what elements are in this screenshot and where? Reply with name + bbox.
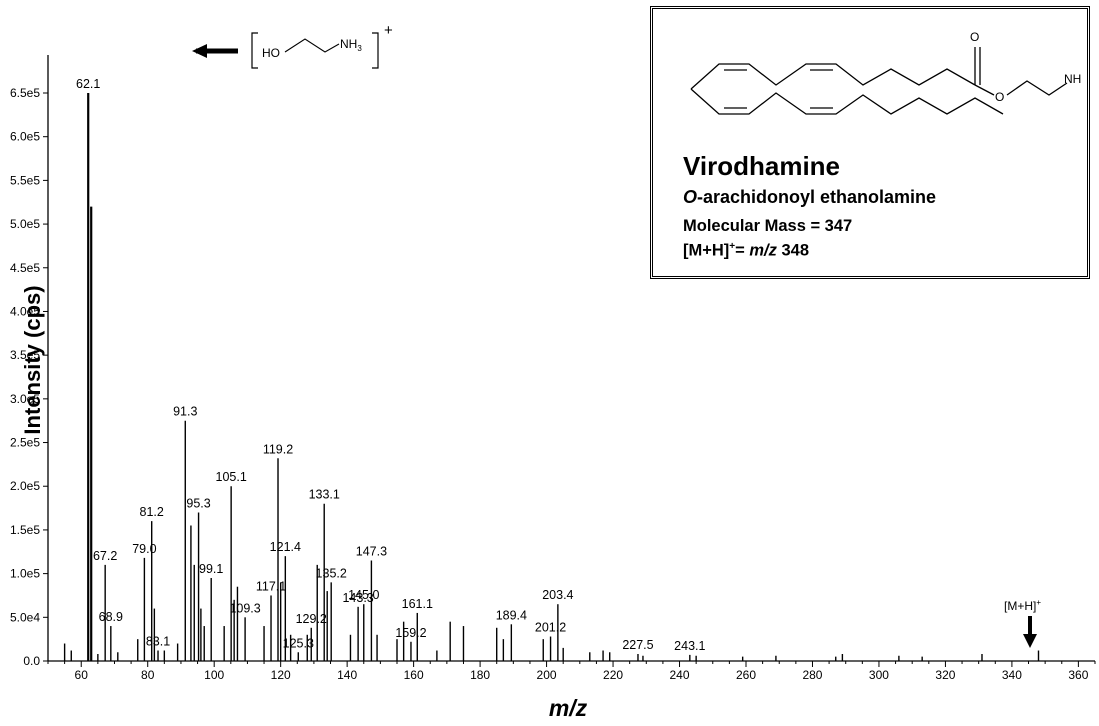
x-tick-label: 300 bbox=[869, 668, 889, 682]
peak-label: 105.1 bbox=[216, 470, 247, 484]
peak-label: 79.0 bbox=[132, 542, 156, 556]
ester-oxygen: O bbox=[995, 90, 1004, 104]
fragment-nh: NH3 bbox=[340, 37, 362, 53]
structure-amine: NH2 bbox=[1064, 72, 1081, 88]
x-tick-label: 180 bbox=[470, 668, 490, 682]
x-tick-label: 80 bbox=[141, 668, 155, 682]
x-tick-label: 160 bbox=[404, 668, 424, 682]
fragment-bonds bbox=[284, 38, 340, 53]
carbonyl-oxygen: O bbox=[970, 30, 979, 44]
compound-name: Virodhamine bbox=[683, 151, 841, 181]
peak-label: 135.2 bbox=[316, 566, 347, 580]
peak-label: 109.3 bbox=[229, 601, 260, 615]
peak-label: 143.3 bbox=[342, 591, 373, 605]
peak-label: 145.0 bbox=[348, 588, 379, 602]
x-tick-label: 320 bbox=[935, 668, 955, 682]
y-tick-label: 5.0e4 bbox=[10, 610, 40, 624]
peak-label: 62.1 bbox=[76, 77, 100, 91]
x-tick-label: 260 bbox=[736, 668, 756, 682]
protonated-ion: [M+H]+= m/z 348 bbox=[683, 241, 810, 260]
y-tick-label: 1.0e5 bbox=[10, 567, 40, 581]
peak-label: 68.9 bbox=[99, 610, 123, 624]
x-tick-label: 100 bbox=[204, 668, 224, 682]
compound-info-box: O O NH2 Virodhamine O-arachidonoyl ethan… bbox=[650, 6, 1090, 279]
peak-label: 125.3 bbox=[283, 636, 314, 650]
peak-label: 159.2 bbox=[395, 626, 426, 640]
y-tick-label: 3.0e5 bbox=[10, 392, 40, 406]
left-bracket bbox=[251, 32, 258, 69]
ethanolamine-bonds bbox=[1006, 80, 1068, 96]
peak-label: 81.2 bbox=[140, 505, 164, 519]
y-axis-title: Intensity (cps) bbox=[20, 285, 45, 434]
x-tick-label: 240 bbox=[670, 668, 690, 682]
y-tick-label: 2.5e5 bbox=[10, 436, 40, 450]
y-tick-label: 6.5e5 bbox=[10, 86, 40, 100]
molecular-mass: Molecular Mass = 347 bbox=[683, 217, 853, 235]
mh-annotation: [M+H]+ bbox=[1004, 598, 1041, 648]
mh-arrow-head bbox=[1023, 634, 1037, 648]
y-tick-label: 5.5e5 bbox=[10, 173, 40, 187]
peak-label: 119.2 bbox=[263, 442, 293, 456]
peak-label: 117.1 bbox=[256, 579, 286, 593]
y-tick-label: 0.0 bbox=[23, 654, 40, 668]
peak-label: 95.3 bbox=[186, 496, 210, 510]
mh-label: [M+H]+ bbox=[1004, 598, 1041, 613]
peak-label: 121.4 bbox=[270, 540, 301, 554]
peak-label: 99.1 bbox=[199, 562, 223, 576]
x-tick-label: 360 bbox=[1068, 668, 1088, 682]
peak-labels: 62.1 67.2 68.9 79.0 81.2 83.1 91.3 95.3 99.1 105.… bbox=[76, 77, 705, 653]
x-tick-label: 340 bbox=[1002, 668, 1022, 682]
peak-label: 133.1 bbox=[309, 488, 340, 502]
peak-label: 203.4 bbox=[542, 588, 573, 602]
peak-label: 243.1 bbox=[674, 639, 705, 653]
structure-lower-chain bbox=[690, 88, 1004, 115]
peak-label: 129.2 bbox=[296, 612, 327, 626]
fragment-annotation: HO NH3 + bbox=[192, 22, 393, 69]
y-tick-label: 4.5e5 bbox=[10, 261, 40, 275]
systematic-name: O-arachidonoyl ethanolamine bbox=[683, 187, 937, 207]
x-tick-label: 60 bbox=[75, 668, 89, 682]
y-axis: 0.0 5.0e4 1.0e5 1.5e5 2.0e5 2.5e5 3.0e5 3.5e5 4.… bbox=[10, 86, 48, 668]
fragment-arrow-head bbox=[192, 44, 207, 58]
peaks bbox=[63, 93, 1040, 661]
peak-label: 83.1 bbox=[146, 635, 170, 649]
fragment-ho: HO bbox=[262, 46, 280, 60]
y-tick-label: 6.0e5 bbox=[10, 130, 40, 144]
fragment-charge: + bbox=[384, 22, 393, 39]
x-tick-label: 220 bbox=[603, 668, 623, 682]
x-tick-label: 140 bbox=[337, 668, 357, 682]
right-bracket bbox=[372, 32, 379, 69]
ester-bond bbox=[974, 84, 995, 96]
peak-label: 91.3 bbox=[173, 405, 197, 419]
y-tick-label: 2.0e5 bbox=[10, 479, 40, 493]
peak-label: 147.3 bbox=[356, 545, 387, 559]
x-tick-label: 120 bbox=[271, 668, 291, 682]
y-tick-label: 5.0e5 bbox=[10, 217, 40, 231]
peak-label: 201.2 bbox=[535, 621, 566, 635]
y-tick-label: 3.5e5 bbox=[10, 348, 40, 362]
peak-label: 67.2 bbox=[93, 549, 117, 563]
x-tick-label: 280 bbox=[802, 668, 822, 682]
structure-upper-chain bbox=[690, 63, 976, 90]
x-axis-title: m/z bbox=[549, 695, 588, 721]
peak-label: 227.5 bbox=[622, 638, 653, 652]
y-tick-label: 1.5e5 bbox=[10, 523, 40, 537]
y-tick-label: 4.0e5 bbox=[10, 304, 40, 318]
peak-label: 161.1 bbox=[402, 597, 433, 611]
x-axis: 60 80 100 120 140 160 180 200 220 240 260 280 300 320… bbox=[47, 661, 1096, 682]
virodhamine-structure: O O NH2 bbox=[690, 30, 1081, 115]
x-tick-label: 200 bbox=[537, 668, 557, 682]
peak-label: 189.4 bbox=[496, 608, 527, 622]
